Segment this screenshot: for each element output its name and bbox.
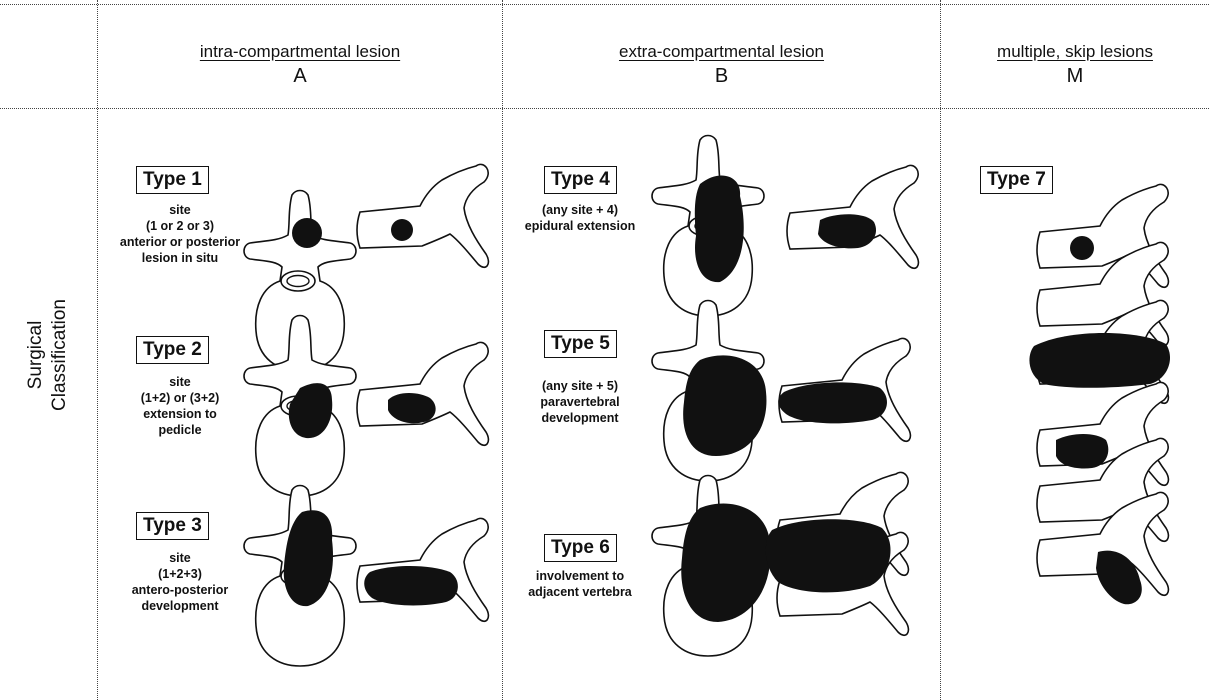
type2-desc-line: (1+2) or (3+2)	[110, 390, 250, 406]
type7-label: Type 7	[980, 166, 1053, 194]
type2-desc-line: extension to	[110, 406, 250, 422]
type5-desc-line: development	[510, 410, 650, 426]
type1-lateral-vertebra	[357, 164, 488, 267]
type6-axial-lesion	[681, 504, 770, 623]
type7-lesion-1	[1070, 236, 1094, 260]
type1-desc-line: anterior or posterior	[110, 234, 250, 250]
type6-description: involvement to adjacent vertebra	[510, 568, 650, 600]
type5-label: Type 5	[544, 330, 617, 358]
type3-desc-line: (1+2+3)	[110, 566, 250, 582]
type4-description: (any site + 4) epidural extension	[510, 202, 650, 234]
type2-desc-line: pedicle	[110, 422, 250, 438]
type3-desc-line: development	[110, 598, 250, 614]
type1-axial-lesion	[292, 218, 322, 248]
type5-desc-line: paravertebral	[510, 394, 650, 410]
type6-desc-line: involvement to	[510, 568, 650, 584]
type4-desc-line: epidural extension	[510, 218, 650, 234]
type5-desc-line: (any site + 5)	[510, 378, 650, 394]
type4-label: Type 4	[544, 166, 617, 194]
type4-desc-line: (any site + 4)	[510, 202, 650, 218]
type1-desc-line: lesion in situ	[110, 250, 250, 266]
type3-description: site (1+2+3) antero-posterior developmen…	[110, 550, 250, 614]
type1-desc-line: (1 or 2 or 3)	[110, 218, 250, 234]
type5-description: (any site + 5) paravertebral development	[510, 378, 650, 426]
type6-desc-line: adjacent vertebra	[510, 584, 650, 600]
type1-lateral-lesion	[391, 219, 413, 241]
type7-lesion-3	[1056, 434, 1108, 469]
type5-lateral-lesion	[778, 382, 887, 423]
type3-desc-line: antero-posterior	[110, 582, 250, 598]
type1-desc-line: site	[110, 202, 250, 218]
type5-axial-lesion	[683, 355, 766, 456]
type7-lesion-2	[1029, 333, 1170, 388]
type6-label: Type 6	[544, 534, 617, 562]
type2-lateral-vertebra	[357, 342, 488, 445]
type1-label: Type 1	[136, 166, 209, 194]
type2-label: Type 2	[136, 336, 209, 364]
type3-label: Type 3	[136, 512, 209, 540]
type3-desc-line: site	[110, 550, 250, 566]
type2-desc-line: site	[110, 374, 250, 390]
type3-lateral-lesion	[364, 566, 458, 605]
type1-description: site (1 or 2 or 3) anterior or posterior…	[110, 202, 250, 266]
type2-description: site (1+2) or (3+2) extension to pedicle	[110, 374, 250, 438]
type6-lateral-lesion	[766, 519, 891, 592]
